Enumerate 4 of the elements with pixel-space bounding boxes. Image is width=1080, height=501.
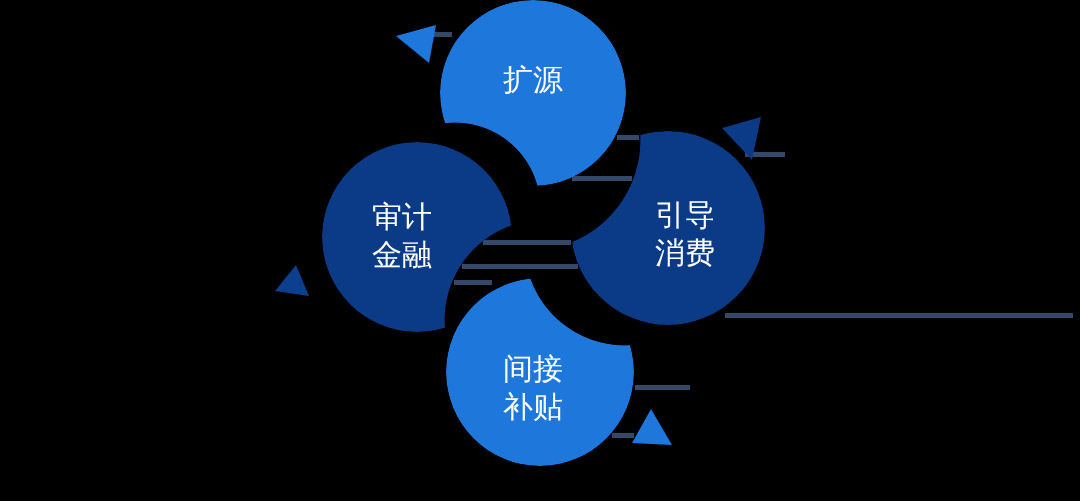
node-label: 审计金融 bbox=[371, 198, 433, 274]
node-label: 引导消费 bbox=[654, 196, 716, 272]
node-label: 扩源 bbox=[502, 61, 564, 99]
node-label: 间接补贴 bbox=[502, 350, 564, 426]
